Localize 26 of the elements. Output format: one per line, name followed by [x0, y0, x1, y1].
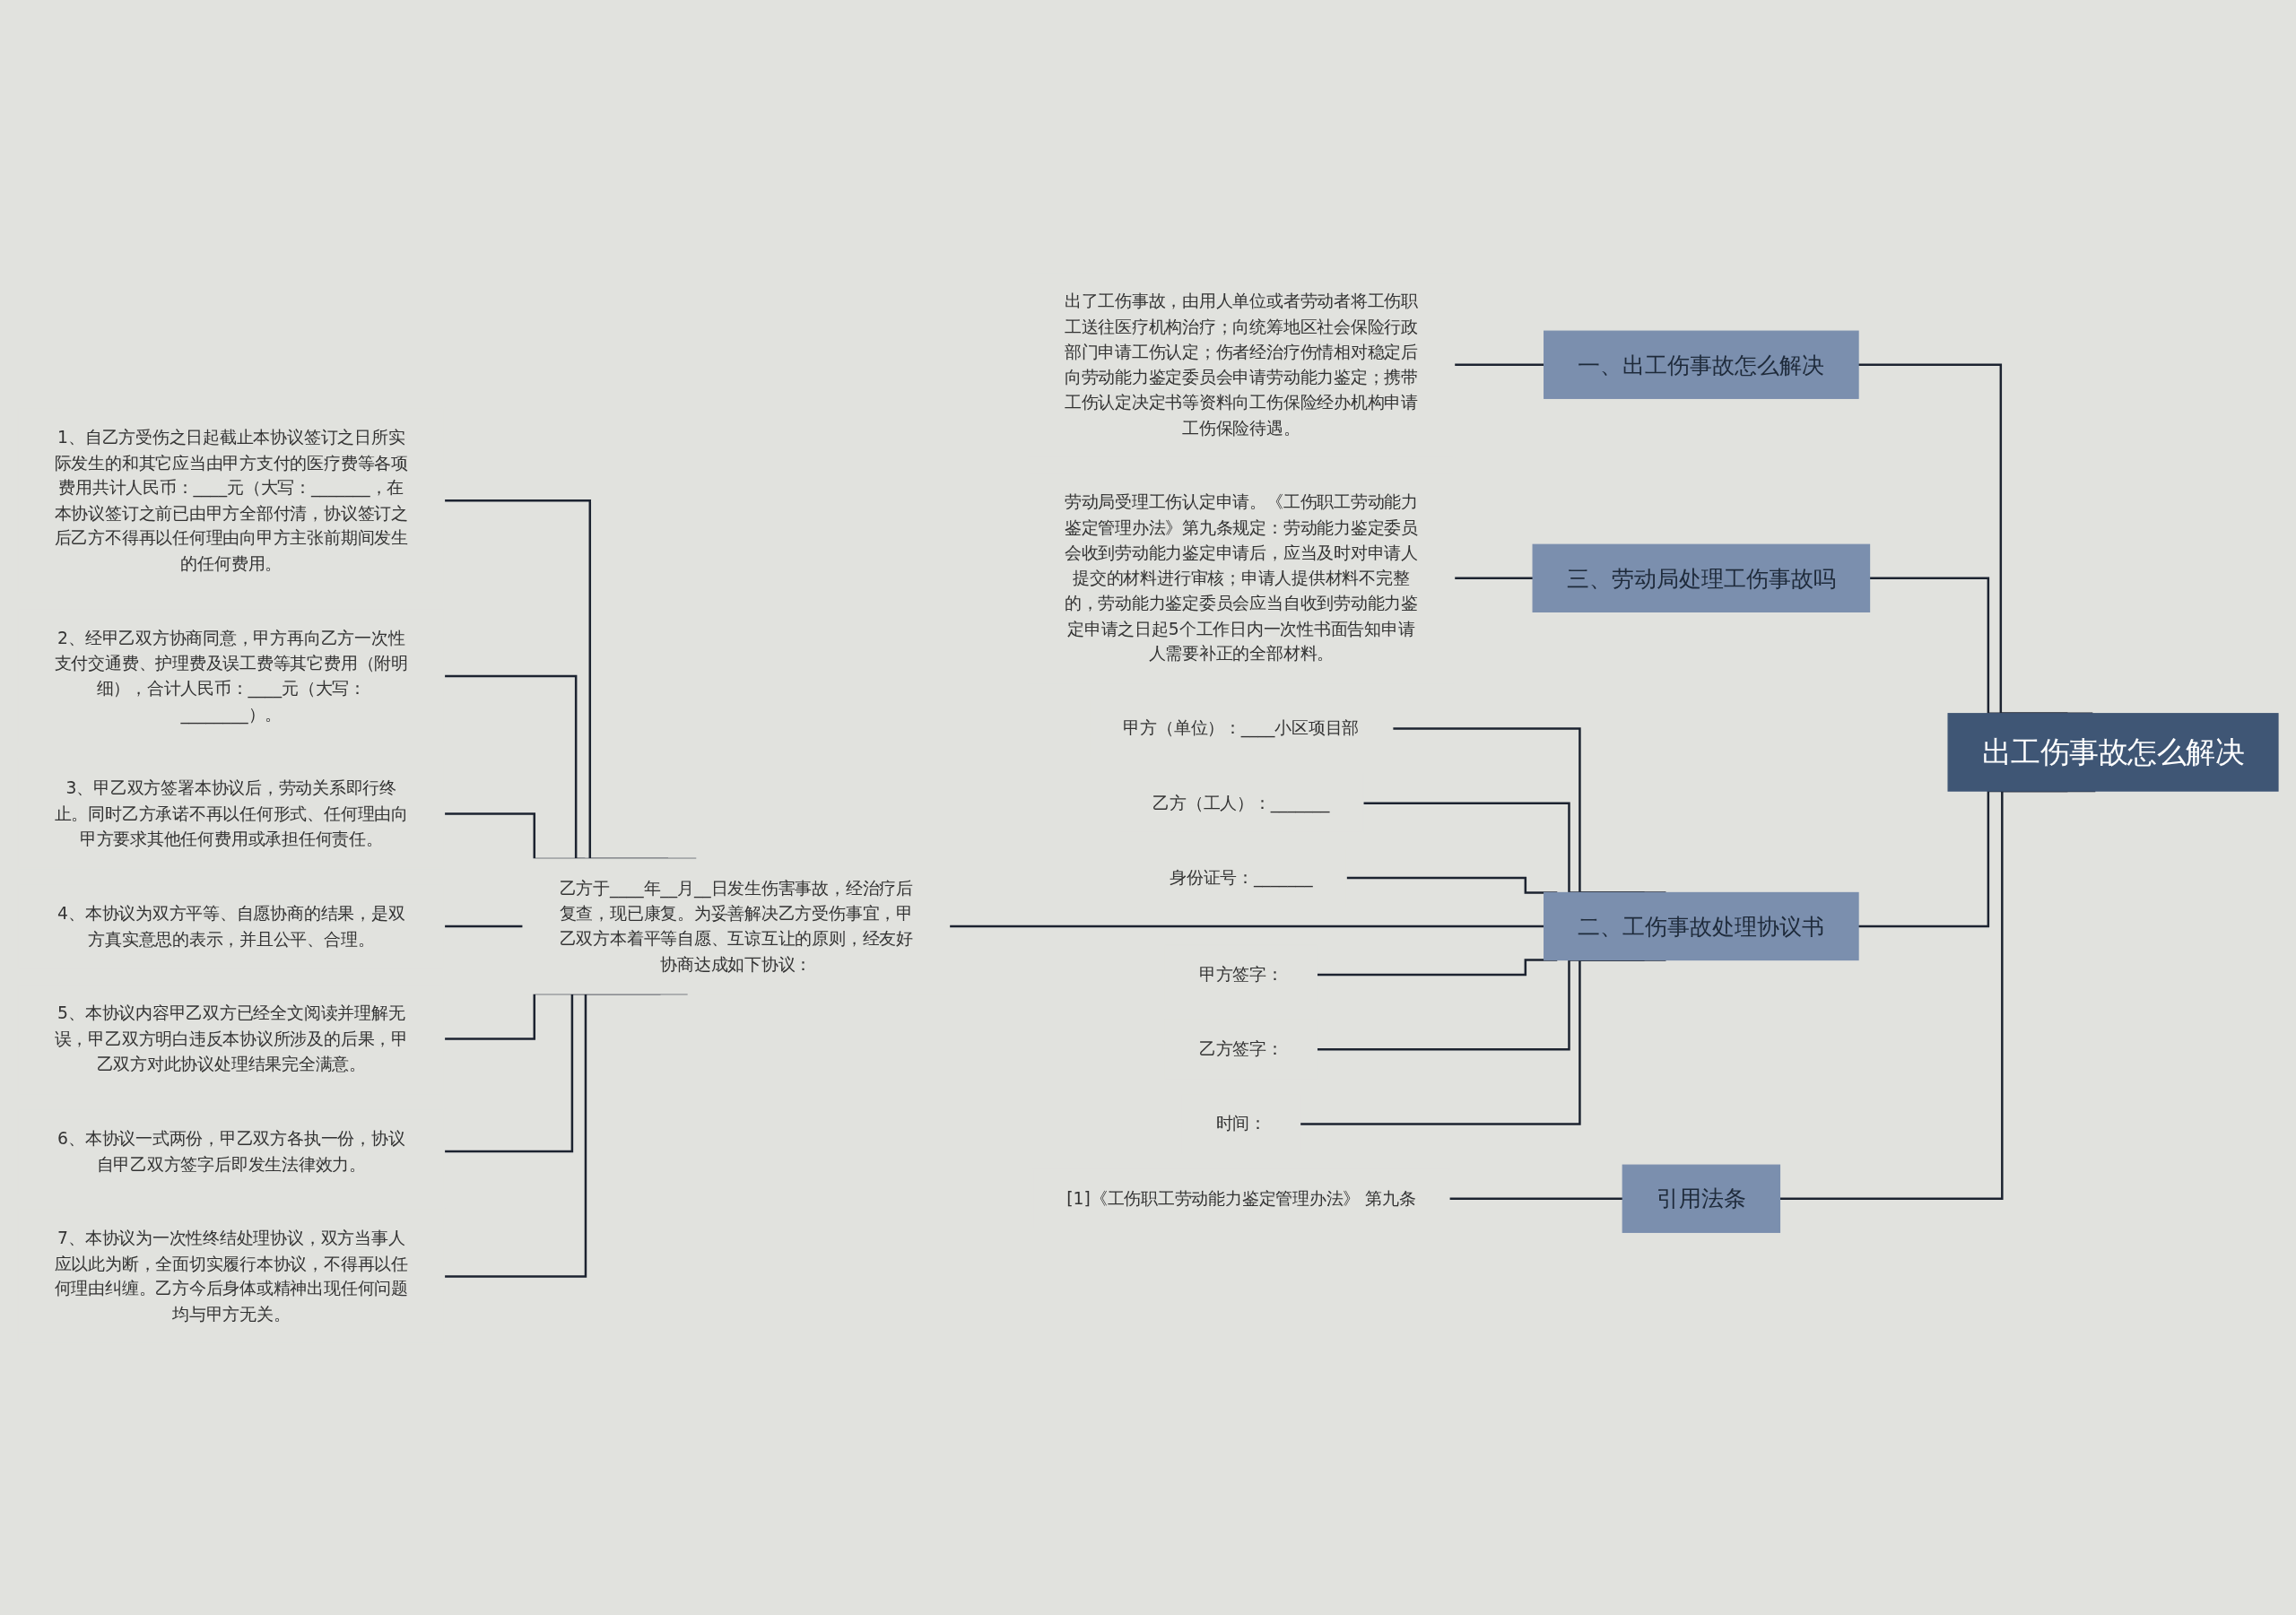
connector — [949, 925, 1544, 927]
node-text: 身份证号：_______ — [1170, 866, 1313, 888]
node-text: 4、本协议为双方平等、自愿协商的结果，是双方真实意思的表示，并且公平、合理。 — [57, 902, 405, 949]
node-text: 甲方签字： — [1198, 964, 1283, 985]
node-text: 甲方（单位）：____小区项目部 — [1123, 717, 1360, 738]
connector — [1454, 363, 1544, 366]
node-text: 乙方签字： — [1198, 1038, 1283, 1059]
node-text: 6、本协议一式两份，甲乙双方各执一份，协议自甲乙双方签字后即发生法律效力。 — [57, 1127, 405, 1174]
node-text: [1]《工伤职工劳动能力鉴定管理办法》 第九条 — [1066, 1187, 1416, 1209]
node-text: 7、本协议为一次性终结处理协议，双方当事人应以此为断，全面切实履行本协议，不得再以任何理由纠缠。乙方今后身体或精神出现任何问题均与甲方无关。 — [54, 1228, 408, 1324]
node-text: 2、经甲乙双方协商同意，甲方再向乙方一次性支付交通费、护理费及误工费等其它费用（附明细），合计人民币：____元（大写：________）。 — [54, 627, 408, 724]
node-text: 乙方（工人）：_______ — [1152, 792, 1330, 813]
node-text: 出了工伤事故，由用人单位或者劳动者将工伤职工送往医疗机构治疗；向统筹地区社会保险行政部门申请工伤认定；伤者经治疗伤情相对稳定后向劳动能力鉴定委员会申请劳动能力鉴定；携带工伤认定决定书等资料向工伤保险经办机构申请工伤保险待遇。 — [1064, 291, 1418, 438]
node-text: 1、自乙方受伤之日起截止本协议签订之日所实际发生的和其它应当由甲方支付的医疗费等各项费用共计人民币：____元（大写：_______，在本协议签订之前已由甲方全部付清，协议签订之后乙方不得再以任何理由向甲方主张前期间发生的任何费用。 — [54, 426, 408, 573]
node-text: 时间： — [1215, 1113, 1266, 1133]
node-box: 一、出工伤事故怎么解决 — [1544, 330, 1859, 399]
node-box: 出工伤事故怎么解决 — [1947, 712, 2279, 792]
connector — [1448, 1197, 1623, 1200]
node-box: 引用法条 — [1622, 1164, 1781, 1233]
node-box: 三、劳动局处理工伤事故吗 — [1532, 543, 1871, 612]
connector — [444, 925, 524, 927]
node-text: 劳动局受理工伤认定申请。《工伤职工劳动能力鉴定管理办法》第九条规定：劳动能力鉴定委员会收到劳动能力鉴定申请后，应当及时对申请人提交的材料进行审核；申请人提供材料不完整的，劳动能力鉴定委员会应当自收到劳动能力鉴定申请之日起5个工作日内一次性书面告知申请人需要补正的全部材料。 — [1064, 491, 1418, 664]
node-text: 3、甲乙双方签署本协议后，劳动关系即行终止。同时乙方承诺不再以任何形式、任何理由向甲方要求其他任何费用或承担任何责任。 — [54, 777, 408, 849]
node-text: 5、本协议内容甲乙双方已经全文阅读并理解无误，甲乙双方明白违反本协议所涉及的后果，甲乙双方对此协议处理结果完全满意。 — [54, 1003, 408, 1074]
connector — [1454, 577, 1534, 579]
node-box: 二、工伤事故处理协议书 — [1544, 891, 1859, 960]
